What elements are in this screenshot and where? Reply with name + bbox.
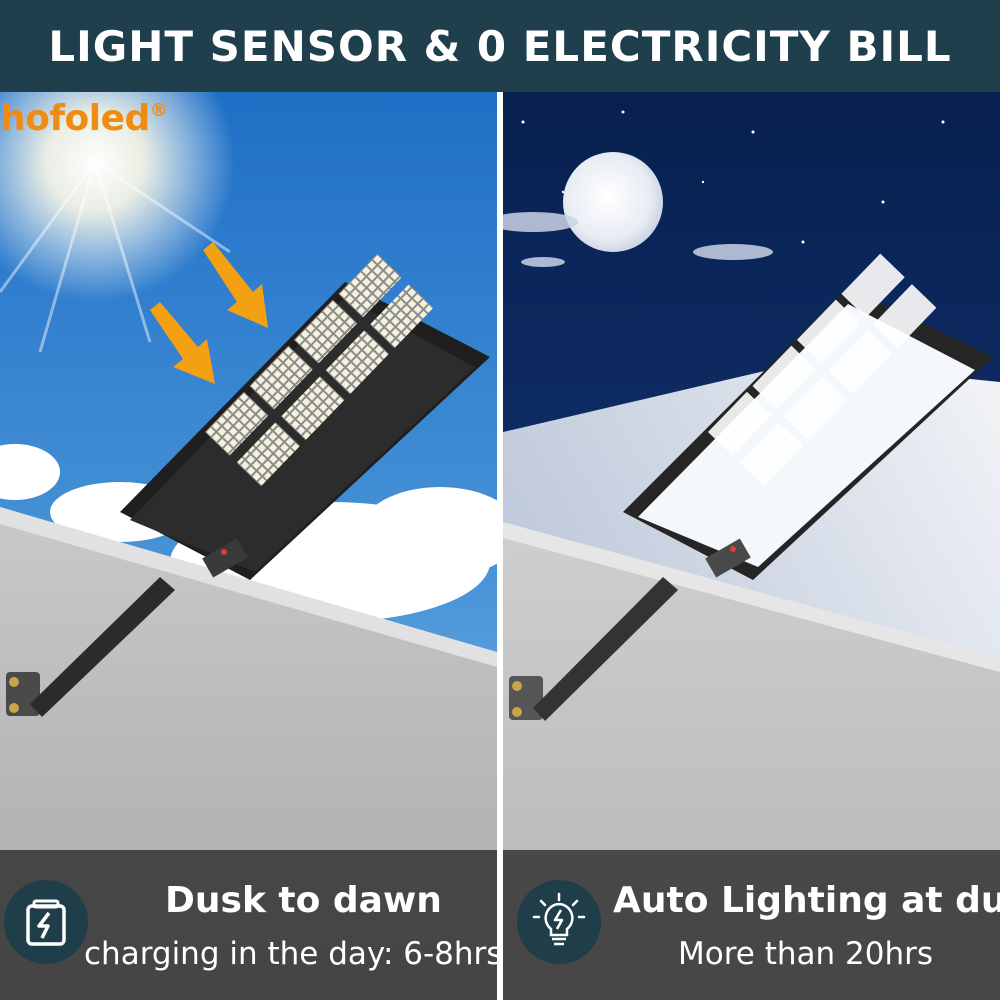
day-panel: hofoled® Dusk to dawn charging in the da… xyxy=(0,92,497,1000)
night-panel: Auto Lighting at dusk More than 20hrs xyxy=(503,92,1000,1000)
moon xyxy=(563,152,663,252)
street-lamp xyxy=(120,253,490,580)
day-subheading: charging in the day: 6-8hrs xyxy=(84,936,497,972)
night-caption: Auto Lighting at dusk More than 20hrs xyxy=(503,850,1000,1000)
stars xyxy=(521,110,945,244)
street-lamp-lit xyxy=(623,253,993,580)
title-banner: LIGHT SENSOR & 0 ELECTRICITY BILL xyxy=(0,0,1000,92)
mounting-bracket xyxy=(509,577,678,721)
night-heading: Auto Lighting at dusk xyxy=(613,880,1000,921)
sun-rays xyxy=(0,160,231,353)
panel-divider xyxy=(497,92,503,1000)
banner-title: LIGHT SENSOR & 0 ELECTRICITY BILL xyxy=(48,21,952,71)
sun xyxy=(0,92,235,302)
night-scene-illustration xyxy=(503,92,1000,1000)
night-clouds xyxy=(503,212,773,267)
day-caption: Dusk to dawn charging in the day: 6-8hrs xyxy=(0,850,497,1000)
brand-logo: hofoled® xyxy=(0,98,168,139)
battery-charging-icon xyxy=(4,880,88,964)
light-bulb-icon xyxy=(517,880,601,964)
day-heading: Dusk to dawn xyxy=(165,880,442,921)
mounting-bracket xyxy=(6,577,175,717)
sunlight-arrow-icon xyxy=(150,242,268,384)
night-subheading: More than 20hrs xyxy=(678,936,933,972)
